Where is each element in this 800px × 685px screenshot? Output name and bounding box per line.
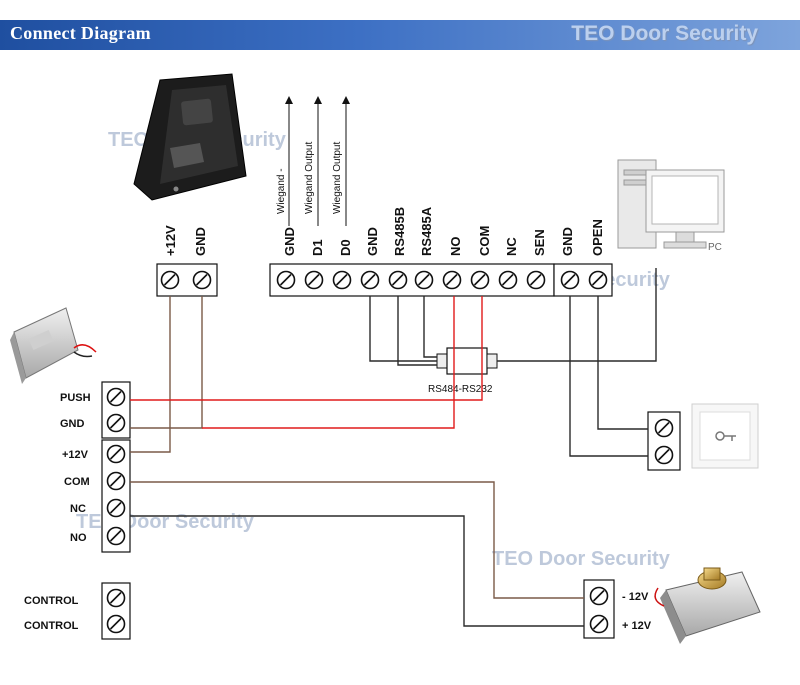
electric-lock-image — [654, 567, 761, 644]
header-bar: Connect Diagram TEO Door Security — [0, 20, 800, 50]
screw-terminal-icon — [106, 614, 126, 634]
rs485-converter — [436, 347, 498, 375]
output-label: Wiegand Output — [304, 142, 315, 214]
terminal-label: SEN — [532, 229, 547, 256]
terminal-label: +12V — [62, 449, 89, 461]
terminal-label: NC — [504, 237, 519, 256]
controller-labels: GND D1 D0 GND RS485B RS485A NO COM NC SE… — [282, 206, 605, 256]
screw-terminal-icon — [192, 270, 212, 290]
power-supply-image — [10, 307, 97, 384]
header-brand: TEO Door Security — [571, 22, 758, 45]
screw-terminal-icon — [106, 526, 126, 546]
terminal-label: COM — [477, 226, 492, 256]
screw-terminal-icon — [106, 588, 126, 608]
pc-image: PC — [617, 159, 725, 253]
terminal-label: NO — [448, 237, 463, 257]
screw-terminal-icon — [589, 614, 609, 634]
wires — [130, 268, 657, 627]
fingerprint-reader-image — [133, 73, 247, 201]
terminal-label: PUSH — [60, 392, 91, 404]
exit-button-image — [691, 403, 759, 469]
header-title: Connect Diagram — [10, 23, 151, 43]
screw-terminal-icon — [106, 471, 126, 491]
terminal-label: GND — [282, 227, 297, 256]
terminal-label: COM — [64, 476, 90, 488]
terminal-label: RS485A — [419, 206, 434, 256]
terminal-label: OPEN — [590, 219, 605, 256]
screw-terminal-icon — [106, 444, 126, 464]
terminal-label: + 12V — [622, 620, 652, 632]
terminal-label: CONTROL — [24, 620, 79, 632]
terminal-label: GND — [193, 227, 208, 256]
watermark: TEO Door Security — [492, 548, 671, 570]
terminal-label: NO — [70, 532, 87, 544]
converter-label: RS484-RS232 — [428, 384, 493, 395]
screw-terminal-icon — [654, 418, 674, 438]
screw-terminal-icon — [654, 445, 674, 465]
screw-terminal-icon — [106, 387, 126, 407]
terminal-label: - 12V — [622, 591, 649, 603]
screw-terminal-icon — [106, 413, 126, 433]
terminal-label: RS485B — [392, 207, 407, 256]
screw-terminal-icon — [589, 586, 609, 606]
output-label: Wiegand - — [276, 168, 287, 214]
terminal-label: CONTROL — [24, 595, 79, 607]
terminal-label: GND — [560, 227, 575, 256]
screw-terminal-icon — [160, 270, 180, 290]
terminal-label: GND — [60, 418, 85, 430]
output-label: Wiegand Output — [332, 142, 343, 214]
terminal-label: +12V — [163, 225, 178, 256]
terminal-label: NC — [70, 503, 86, 515]
terminal-label: D0 — [338, 239, 353, 256]
terminal-label: D1 — [310, 239, 325, 256]
pc-label: PC — [708, 242, 722, 253]
terminal-label: GND — [365, 227, 380, 256]
screw-terminal-icon — [106, 498, 126, 518]
